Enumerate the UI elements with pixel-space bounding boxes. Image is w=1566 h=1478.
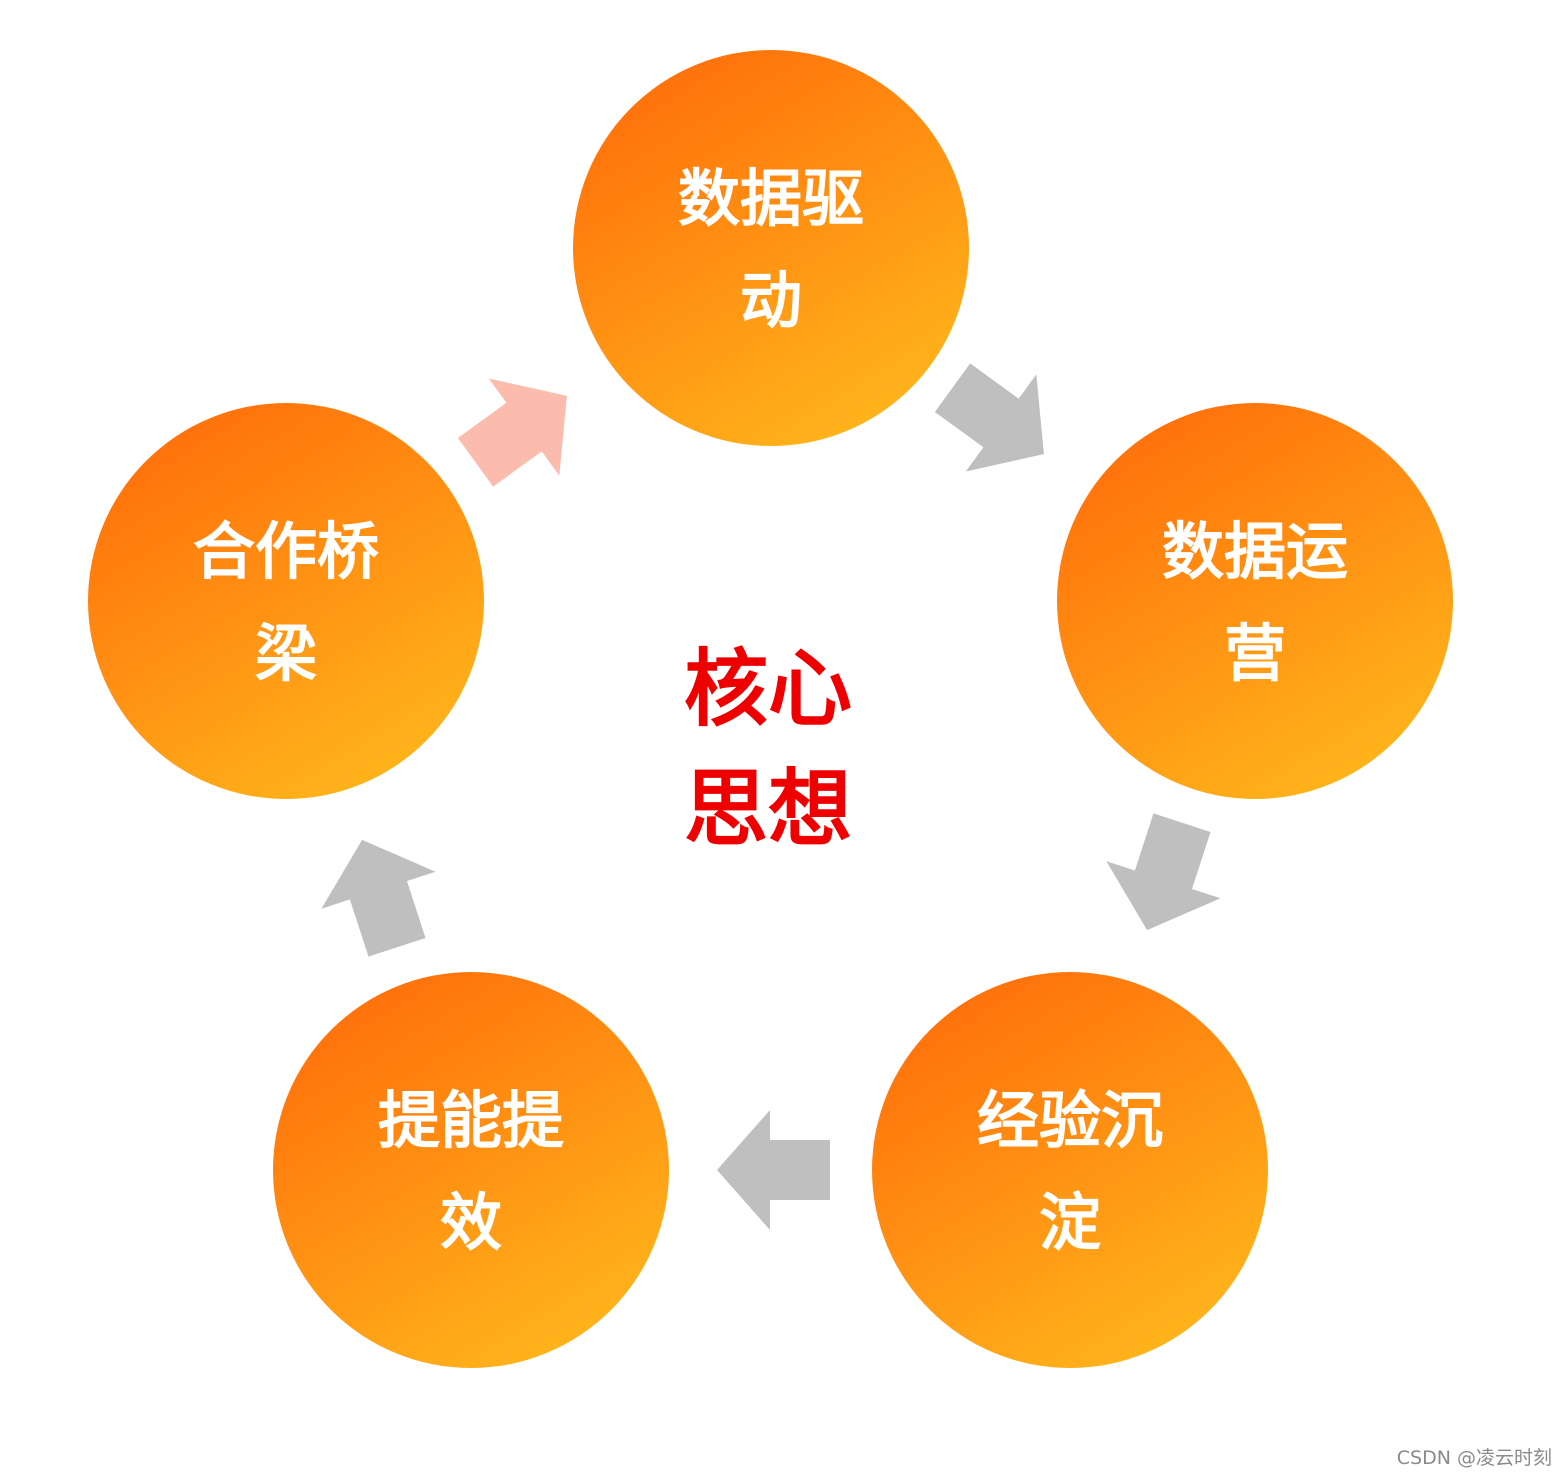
node-experience-label-line1: 经验沉 [977, 1084, 1163, 1157]
node-data-operation-label-line2: 营 [1224, 617, 1286, 690]
arrow-empower-to-bridge [321, 839, 436, 957]
node-data-driven: 数据驱 动 [573, 50, 969, 446]
node-bridge-label-line1: 合作桥 [193, 515, 379, 588]
node-data-operation-label-line1: 数据运 [1162, 515, 1348, 588]
arrow-data-driven-to-operation [934, 363, 1044, 472]
node-data-driven-label-line1: 数据驱 [678, 162, 864, 235]
node-empower-label-line1: 提能提 [378, 1084, 564, 1157]
node-experience-label-line2: 淀 [1039, 1186, 1101, 1259]
node-data-operation: 数据运 营 [1057, 403, 1453, 799]
center-title-line1: 核心 [684, 640, 852, 738]
watermark: CSDN @凌云时刻 [1396, 1447, 1552, 1469]
center-title: 核心 思想 [684, 640, 852, 858]
node-bridge: 合作桥 梁 [88, 403, 484, 799]
node-bridge-label-line2: 梁 [255, 617, 317, 690]
arrow-bridge-to-data-driven [457, 378, 567, 487]
center-title-line2: 思想 [684, 760, 852, 858]
node-empower-label-line2: 效 [440, 1186, 502, 1259]
node-data-driven-label-line2: 动 [740, 264, 802, 337]
arrow-operation-to-experience [1106, 813, 1221, 931]
node-experience: 经验沉 淀 [872, 972, 1268, 1368]
node-empower: 提能提 效 [273, 972, 669, 1368]
arrow-experience-to-empower [717, 1110, 830, 1230]
